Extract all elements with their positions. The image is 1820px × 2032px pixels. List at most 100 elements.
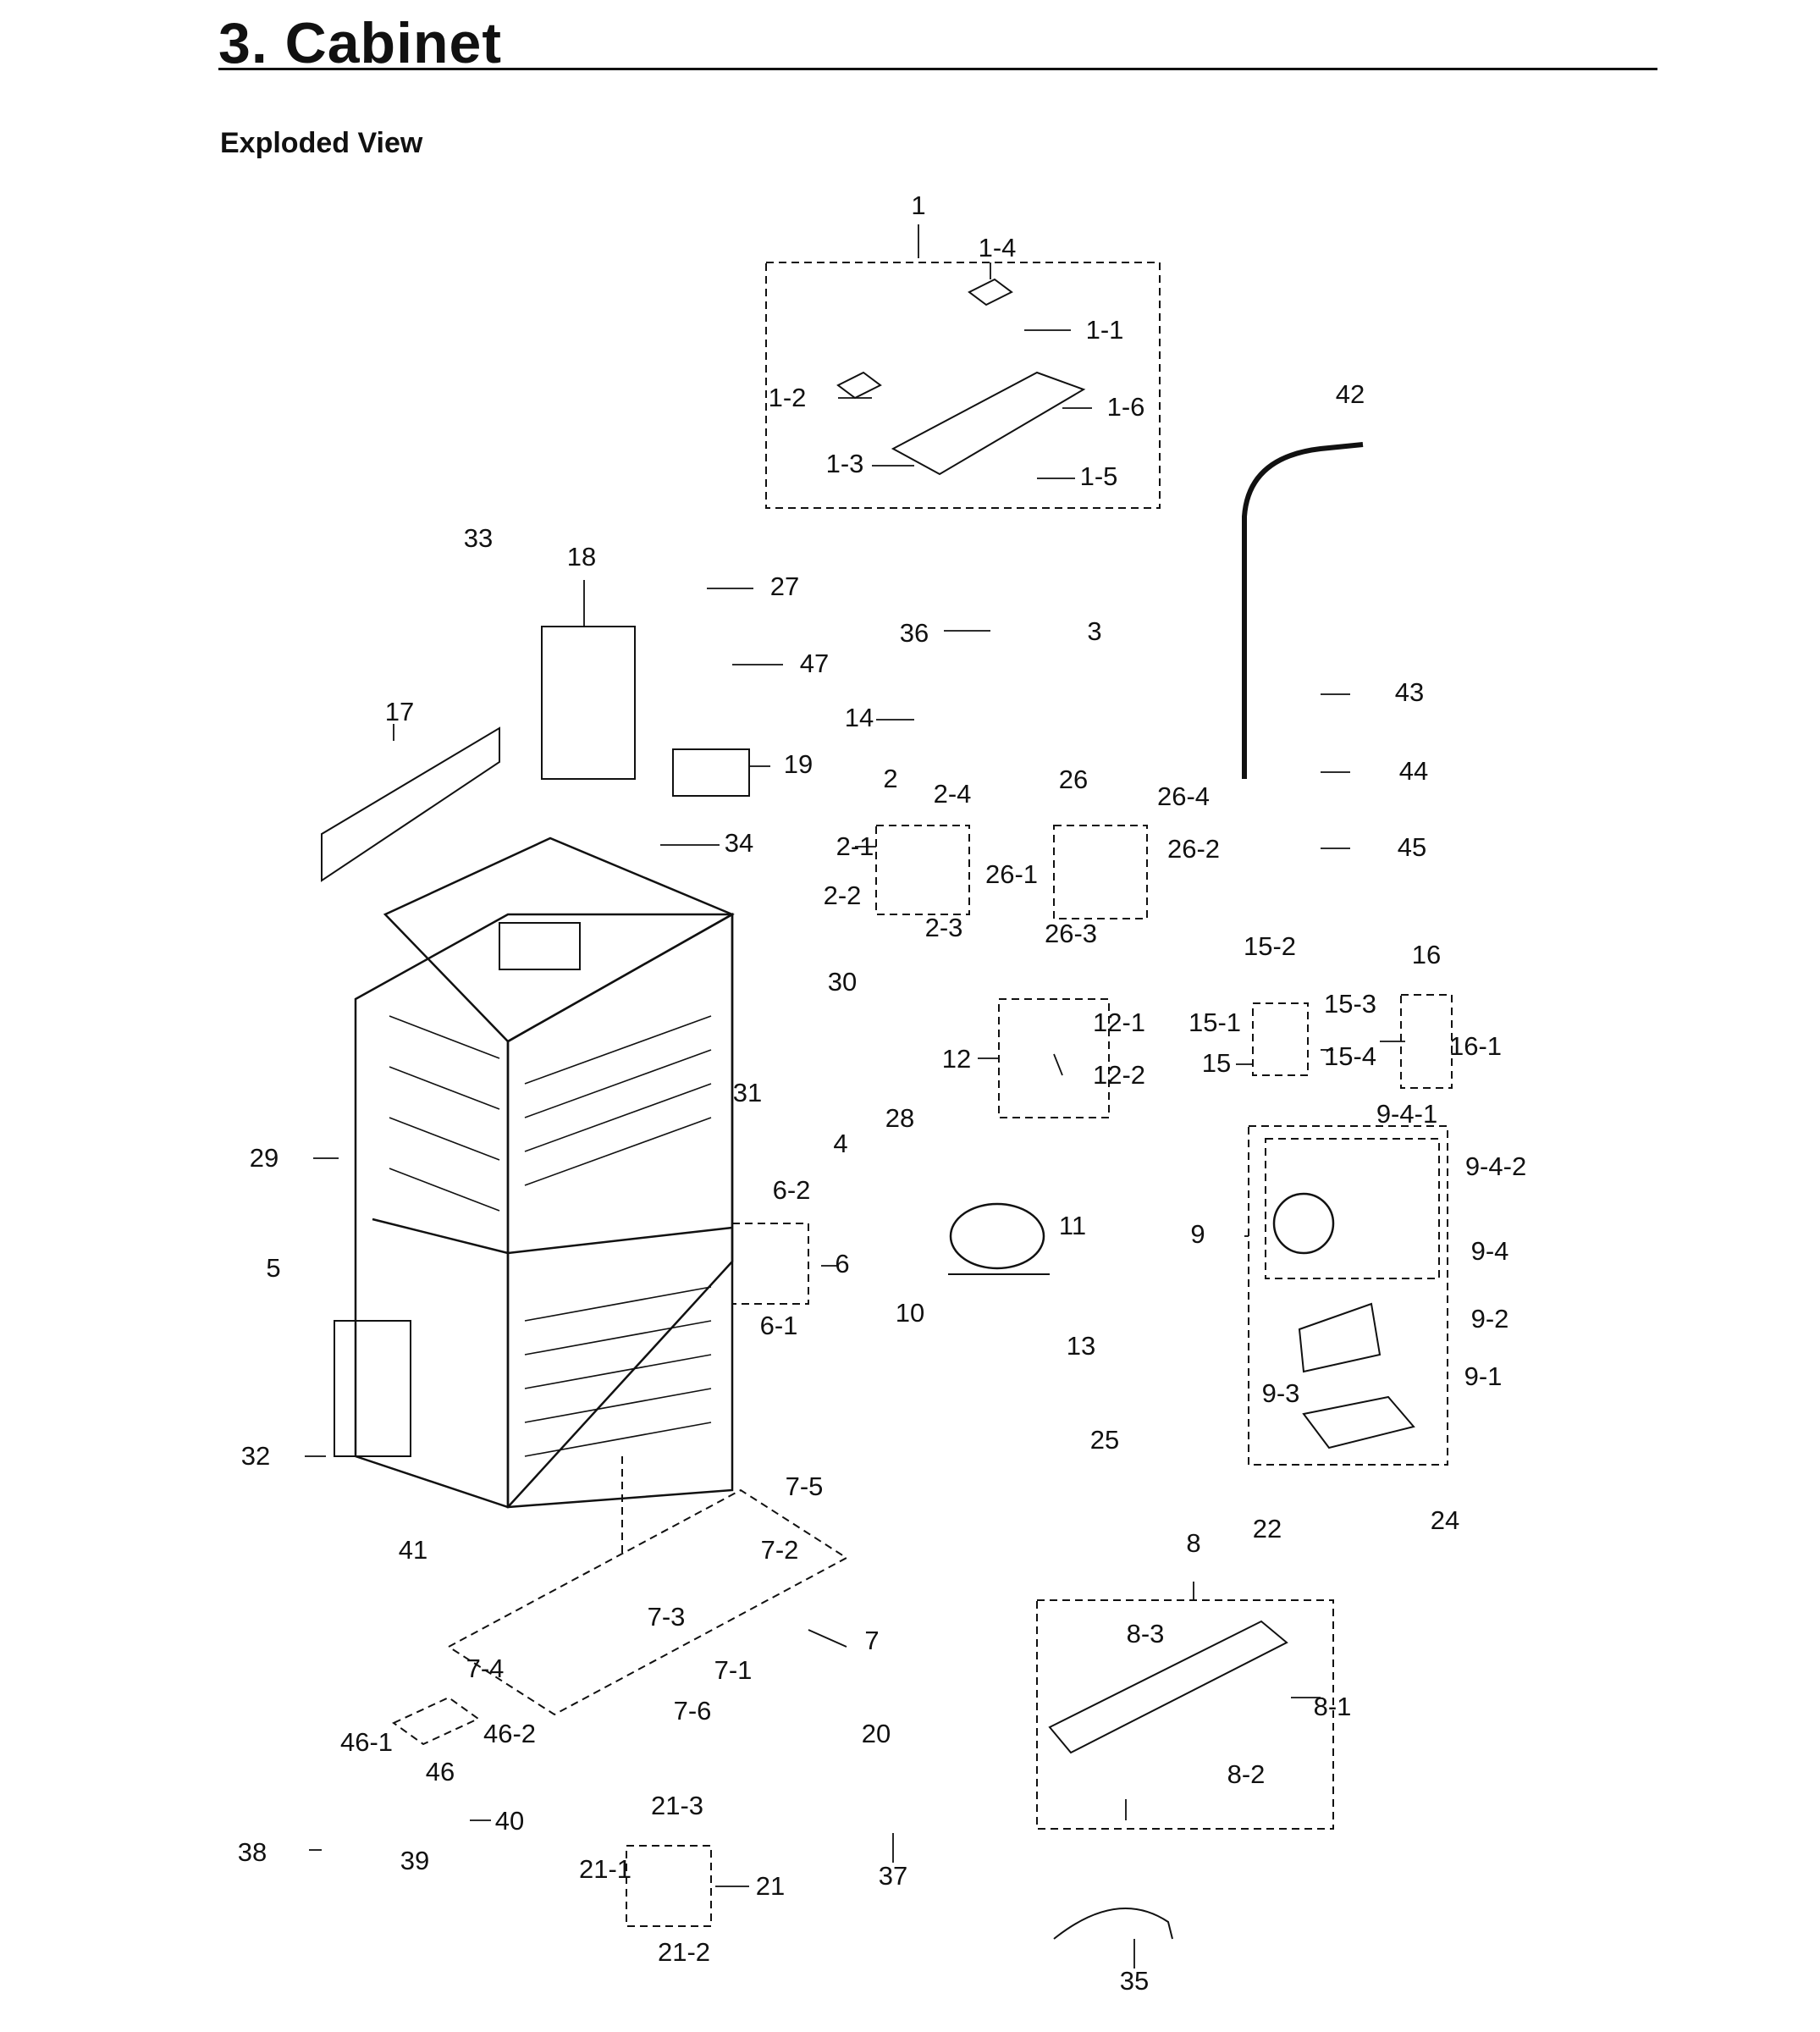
page-title: 3. Cabinet (218, 11, 502, 75)
callout: 28 (885, 1103, 914, 1133)
callout: 9-2 (1471, 1304, 1509, 1334)
callout: 31 (733, 1078, 762, 1107)
callout: 1-3 (826, 449, 864, 478)
callout: 8-2 (1227, 1759, 1266, 1789)
callout: 46 (426, 1757, 455, 1786)
callout: 21-2 (658, 1937, 710, 1967)
callout: 2 (883, 764, 897, 793)
part-1-3-plate (891, 371, 1086, 476)
group-box-21 (626, 1845, 712, 1927)
callout: 2-3 (925, 913, 963, 942)
cabinet-body (334, 837, 735, 1509)
group-box-6 (731, 1223, 809, 1305)
callout: 44 (1399, 756, 1428, 786)
callout: 39 (400, 1846, 429, 1875)
callout: 10 (896, 1298, 924, 1328)
callout: 9-1 (1464, 1361, 1503, 1391)
callout: 9-4-2 (1465, 1151, 1526, 1181)
callout: 7-3 (648, 1602, 686, 1632)
callout: 33 (464, 523, 493, 553)
callout: 8-1 (1314, 1692, 1352, 1721)
callout: 8 (1186, 1528, 1200, 1558)
callout: 12 (942, 1044, 971, 1074)
callout: 2-1 (836, 831, 874, 861)
callout: 46-1 (340, 1727, 393, 1757)
callout: 22 (1253, 1514, 1282, 1543)
callout: 12-2 (1093, 1060, 1145, 1090)
callout: 40 (495, 1806, 524, 1836)
group-box-15 (1252, 1002, 1309, 1076)
callout: 15-3 (1324, 989, 1376, 1019)
callout: 7-6 (674, 1696, 712, 1726)
callout: 6-1 (760, 1311, 798, 1340)
part-18-cover (541, 626, 636, 780)
callout: 7 (864, 1626, 879, 1655)
callout: 3 (1087, 616, 1101, 646)
part-11-compressor (949, 1202, 1045, 1270)
callout: 7-5 (786, 1472, 824, 1501)
part-35-harness (1053, 1908, 1173, 1940)
callout: 7-1 (714, 1655, 753, 1685)
section-subtitle: Exploded View (220, 127, 423, 159)
callout: 15-1 (1189, 1008, 1241, 1037)
callout: 42 (1336, 379, 1365, 409)
callout: 9-4-1 (1376, 1099, 1437, 1129)
callout: 2-2 (824, 881, 862, 910)
callout: 1-4 (979, 233, 1017, 262)
callout: 5 (266, 1253, 280, 1283)
callout: 11 (1059, 1211, 1086, 1240)
callout: 35 (1120, 1966, 1149, 1996)
group-box-8 (1036, 1599, 1334, 1830)
callout: 17 (385, 697, 414, 726)
callout: 26-2 (1167, 834, 1220, 864)
callout: 15-4 (1324, 1041, 1376, 1071)
group-box-9-4 (1265, 1138, 1440, 1279)
callout: 18 (567, 542, 596, 572)
callout: 7-4 (466, 1654, 505, 1683)
callout: 46-2 (483, 1719, 536, 1748)
callout: 2-4 (934, 779, 972, 809)
callout: 7-2 (761, 1535, 799, 1565)
callout: 6 (835, 1249, 849, 1278)
callout: 36 (900, 618, 929, 648)
callout: 20 (862, 1719, 891, 1748)
group-box-16 (1400, 994, 1453, 1089)
callout: 34 (725, 828, 753, 858)
group-box-46 (392, 1696, 480, 1746)
callout: 24 (1431, 1505, 1459, 1535)
callout: 12-1 (1093, 1008, 1145, 1037)
callout: 4 (833, 1129, 847, 1158)
group-box-2 (875, 825, 970, 915)
callout: 15-2 (1244, 931, 1296, 961)
callout: 9 (1190, 1219, 1205, 1249)
callout: 13 (1067, 1331, 1095, 1361)
part-17-panel (321, 726, 500, 882)
callout: 1-2 (769, 383, 807, 412)
callout: 29 (250, 1143, 279, 1173)
callout: 21 (756, 1871, 785, 1901)
callout: 1 (911, 190, 925, 220)
callout: 37 (879, 1861, 907, 1891)
callout: 16 (1412, 940, 1441, 969)
group-box-26 (1053, 825, 1148, 919)
part-42-hose (1242, 442, 1364, 779)
callout: 38 (238, 1837, 267, 1867)
callout: 1-6 (1107, 392, 1145, 422)
callout: 30 (828, 967, 857, 997)
callout: 9-3 (1262, 1378, 1300, 1408)
callout: 27 (770, 572, 799, 601)
part-9-shroud (1298, 1302, 1382, 1373)
callout: 32 (241, 1441, 270, 1471)
part-1-4 (968, 278, 1013, 306)
part-19-board (672, 748, 750, 797)
callout: 6-2 (773, 1175, 811, 1205)
callout: 19 (784, 749, 813, 779)
group-box-7 (447, 1488, 848, 1716)
callout: 15 (1202, 1048, 1231, 1078)
callout: 14 (845, 703, 874, 732)
callout: 26-3 (1045, 919, 1097, 948)
part-9-3-base (1302, 1395, 1415, 1449)
callout: 9-4 (1471, 1236, 1509, 1266)
callout: 1-1 (1086, 315, 1124, 345)
